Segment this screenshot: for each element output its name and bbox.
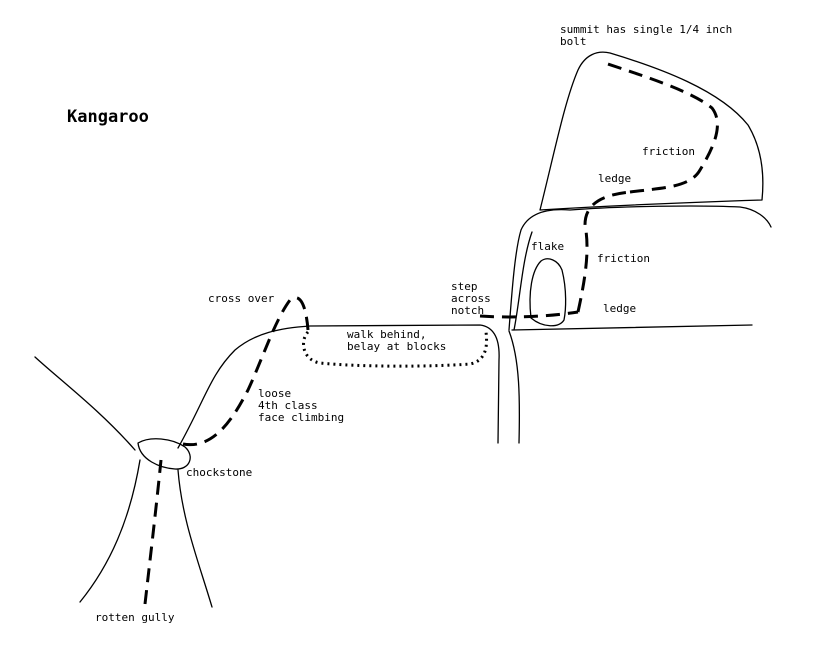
route-walk-behind-dotted	[302, 330, 489, 368]
route-notch-step-dashed	[479, 310, 579, 319]
route-gully-dashed	[143, 459, 163, 605]
loose-line2: 4th class	[258, 399, 318, 412]
label-friction-lower: friction	[597, 252, 650, 265]
tower-outline	[177, 324, 500, 449]
upper-block-outline	[508, 205, 772, 331]
left-ridge-outline	[34, 356, 136, 451]
chockstone-outline	[137, 438, 191, 470]
route-friction-upper-dashed	[601, 60, 719, 194]
step-line2: across	[451, 292, 491, 305]
walk-line1: walk behind,	[347, 328, 426, 341]
flake-outline	[529, 258, 567, 327]
label-step-across-notch: step across notch	[451, 280, 497, 317]
summit-block-outline	[539, 51, 764, 211]
loose-line1: loose	[258, 387, 291, 400]
step-line1: step	[451, 280, 478, 293]
label-chockstone: chockstone	[186, 466, 252, 479]
summit-note-line2: bolt	[560, 35, 587, 48]
label-rotten-gully: rotten gully	[95, 611, 175, 624]
loose-line3: face climbing	[258, 411, 344, 424]
label-friction-upper: friction	[642, 145, 695, 158]
summit-note: summit has single 1/4 inch bolt	[560, 23, 739, 48]
tower-inner-edge	[508, 330, 521, 444]
label-ledge-upper: ledge	[598, 172, 631, 185]
ledge-line	[511, 324, 753, 331]
upper-block-inner-edge	[513, 231, 533, 331]
summit-note-line1: summit has single 1/4 inch	[560, 23, 732, 36]
route-friction-lower-dashed	[576, 190, 631, 313]
label-walk-behind: walk behind, belay at blocks	[347, 328, 446, 353]
label-cross-over: cross over	[208, 292, 275, 305]
walk-line2: belay at blocks	[347, 340, 446, 353]
route-face-climb-dashed	[182, 296, 310, 447]
diagram-title: Kangaroo	[67, 107, 149, 127]
step-line3: notch	[451, 304, 484, 317]
gully-right-wall	[177, 469, 213, 608]
gully-left-wall	[79, 459, 141, 603]
label-ledge-lower: ledge	[603, 302, 636, 315]
label-flake: flake	[531, 240, 564, 253]
label-loose-face: loose 4th class face climbing	[258, 387, 344, 424]
